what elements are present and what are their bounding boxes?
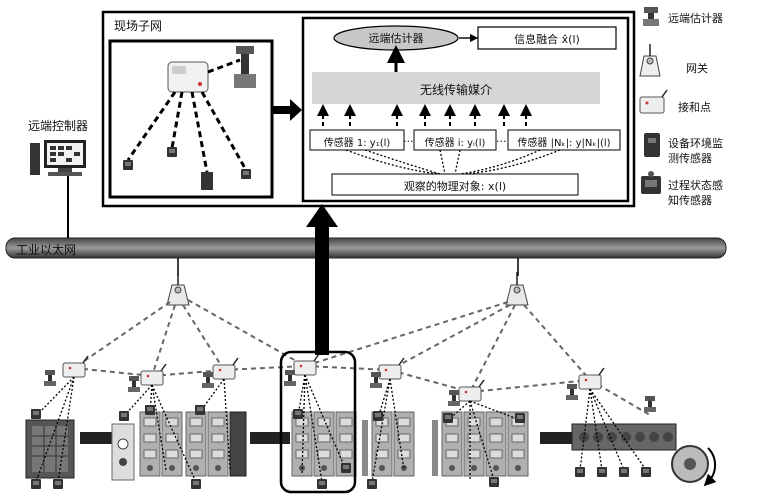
ethernet-label: 工业以太网 — [16, 243, 77, 257]
access-point-6 — [458, 379, 485, 402]
env-sensor-icon — [644, 133, 660, 157]
gateway-icon — [639, 44, 661, 77]
furnace — [25, 419, 75, 479]
sensor-1-box: 传感器 1: y₁(l) — [323, 138, 391, 149]
access-point-4 — [293, 353, 320, 376]
sensor-n-box: 传感器 |Nₖ|: y|Nₖ|(l) — [517, 138, 611, 149]
coiler — [671, 445, 717, 487]
ellipsis-right: ... — [496, 132, 507, 145]
remote-estimator-node: 远端估计器 — [368, 32, 424, 45]
gateway-right — [505, 272, 529, 306]
legend-process-sensor: 过程状态感 知传感器 — [668, 179, 723, 207]
legend-remote-estimator: 远端估计器 — [668, 12, 723, 25]
legend-access-point: 接和点 — [678, 101, 711, 114]
physical-object-box: 观察的物理对象: x(l) — [403, 180, 507, 193]
ellipsis-left: ... — [403, 132, 414, 145]
sensor-i-box: 传感器 i: yᵢ(l) — [424, 138, 486, 149]
info-fusion-box: 信息融合 x̂(l) — [514, 33, 580, 46]
wireless-medium-label: 无线传输媒介 — [419, 83, 492, 97]
access-point-icon — [639, 89, 668, 114]
field-valve — [234, 46, 256, 88]
access-point-7 — [578, 367, 605, 390]
access-point-5 — [378, 357, 405, 380]
remote-controller-label: 远端控制器 — [28, 119, 89, 133]
remote-estimator-icon — [643, 7, 659, 26]
access-point-1 — [62, 355, 89, 378]
gateway-left — [166, 272, 190, 306]
remote-controller-computer — [30, 140, 86, 176]
legend-gateway: 网关 — [686, 62, 708, 75]
field-subnet-gateway — [167, 61, 209, 93]
field-subnet-title: 现场子网 — [114, 19, 163, 33]
access-point-3 — [212, 357, 239, 380]
access-point-2 — [140, 363, 167, 386]
process-sensor-icon — [641, 171, 661, 194]
legend-env-sensor: 设备环境监 测传感器 — [668, 137, 723, 165]
